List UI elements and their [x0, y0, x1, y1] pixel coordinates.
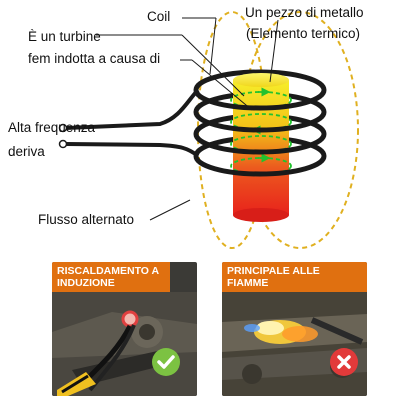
metal-piece-label-line1: Un pezzo di metallo: [245, 5, 364, 20]
check-badge: [152, 348, 180, 376]
flame-heating-panel: PRINCIPALE ALLE FIAMME: [222, 262, 367, 396]
terminal-bottom: [58, 139, 68, 149]
terminals: [58, 123, 68, 149]
coil-leads: [65, 88, 200, 158]
eddy-currents: [230, 87, 292, 175]
cross-badge: [330, 348, 358, 376]
terminal-top: [58, 123, 68, 133]
high-frequency-label-line2: deriva: [8, 144, 45, 159]
metal-piece: [233, 73, 289, 222]
high-frequency-label-line1: Alta frequenza: [8, 120, 96, 135]
eddy-current-label-line1: È un turbine: [28, 29, 101, 44]
flux-line-outer: [241, 11, 359, 249]
metal-piece-label-line2: (Elemento termico): [246, 26, 361, 41]
leader-lines: [96, 17, 279, 221]
induction-diagram: [58, 11, 359, 249]
close-icon: [337, 355, 351, 369]
alternating-flux-label: Flusso alternato: [38, 212, 135, 227]
check-icon: [157, 355, 175, 369]
eddy-current-label-line2: fem indotta a causa di: [28, 51, 161, 66]
coil-front: [193, 89, 327, 177]
induction-heating-panel: RISCALDAMENTO A INDUZIONE: [52, 262, 197, 396]
induction-heating-title: RISCALDAMENTO A INDUZIONE: [52, 262, 170, 292]
coil-label: Coil: [147, 9, 171, 24]
flame-heating-title: PRINCIPALE ALLE FIAMME: [222, 262, 367, 292]
